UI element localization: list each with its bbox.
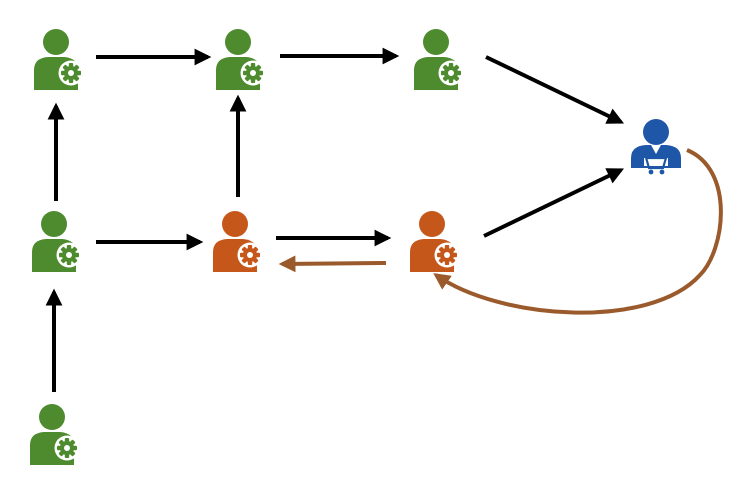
edge-c1-n6-curved [433,148,723,315]
person-gear-icon [414,29,464,90]
nodes [30,29,681,465]
person-gear-icon [410,211,460,272]
person-gear-icon [34,29,84,90]
person-cart-icon [631,119,681,175]
edges [45,47,723,392]
edge-n3-c1 [485,55,625,124]
edge-n6-c1 [483,168,625,238]
person-gear-icon [32,211,82,272]
edge-n6-n5 [278,255,387,273]
person-gear-icon [216,29,266,90]
person-gear-icon [213,211,263,272]
person-gear-icon [30,404,80,465]
